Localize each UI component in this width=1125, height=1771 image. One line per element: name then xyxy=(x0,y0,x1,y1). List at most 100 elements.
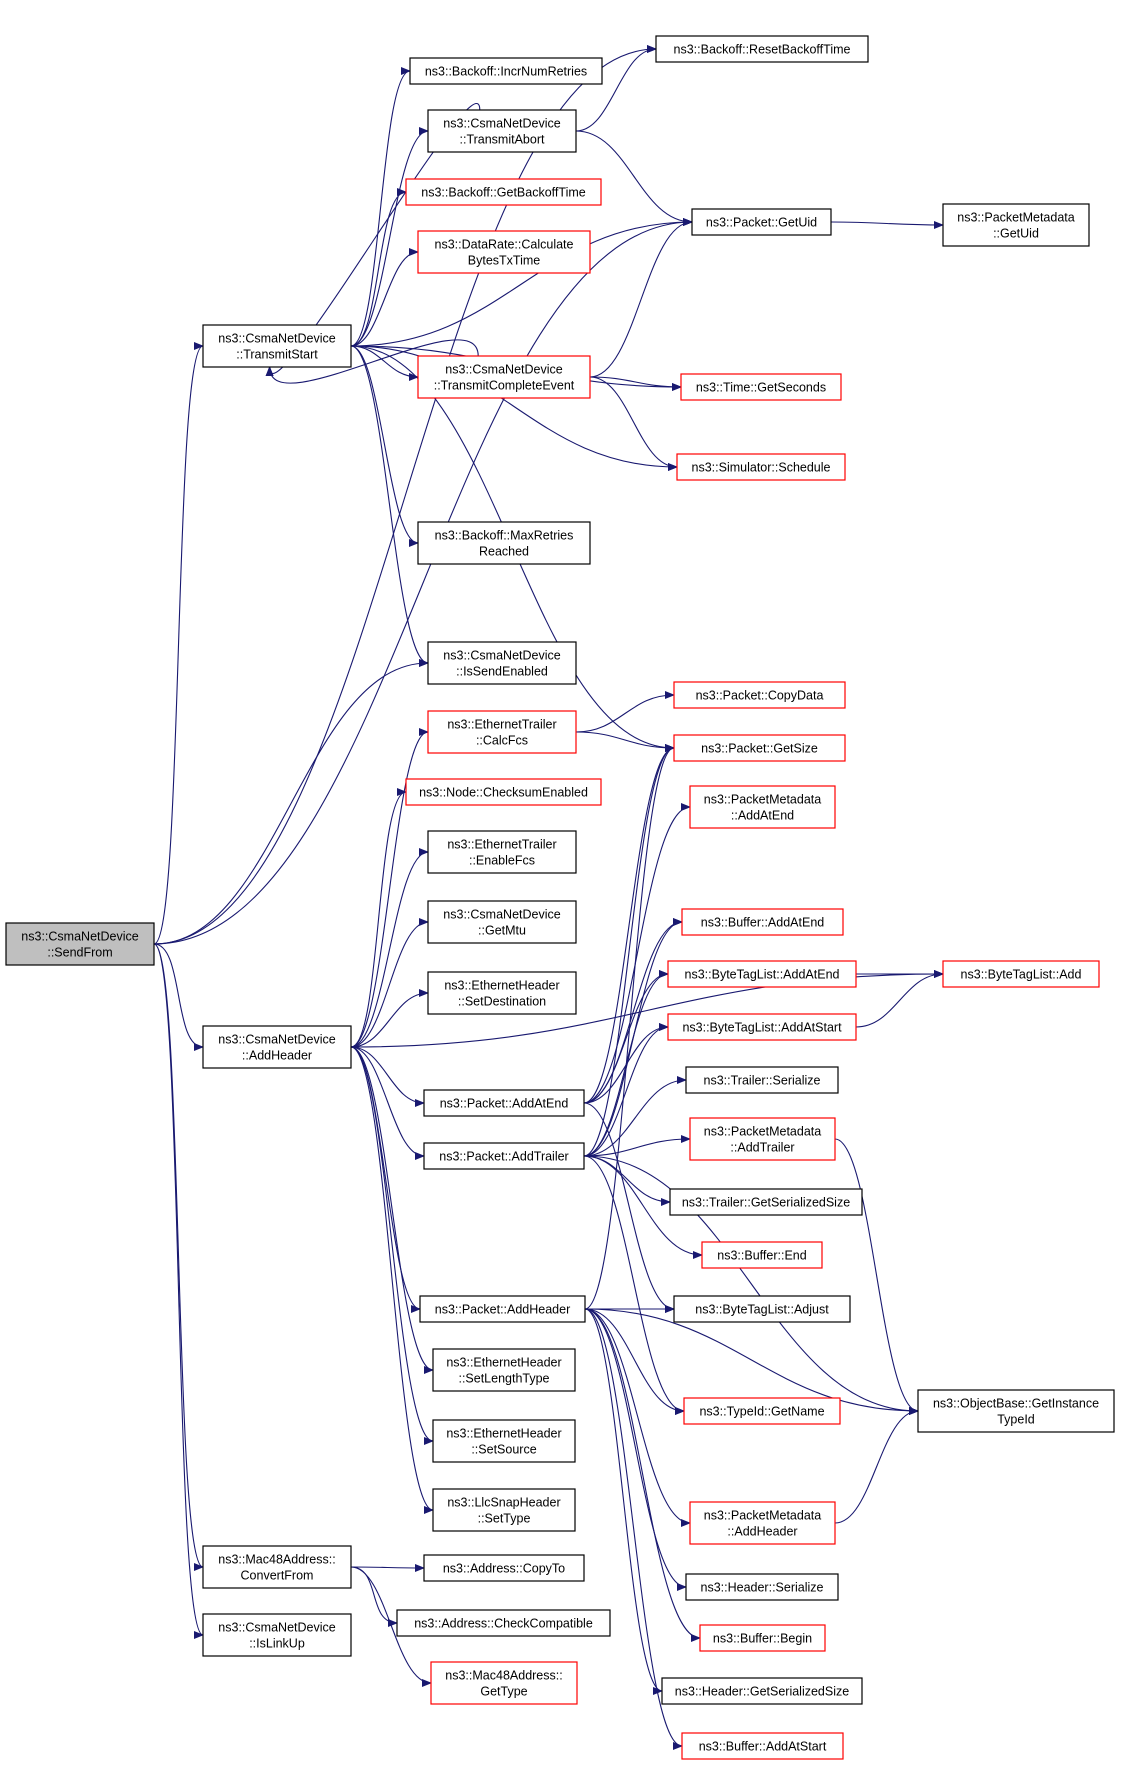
node-box[interactable] xyxy=(419,1295,586,1323)
node-box[interactable] xyxy=(673,734,846,762)
node-getbackofftime[interactable]: ns3::Backoff::GetBackoffTime xyxy=(405,178,602,206)
node-box[interactable] xyxy=(427,109,577,153)
node-box[interactable] xyxy=(661,1677,863,1705)
node-box[interactable] xyxy=(685,1066,839,1094)
node-buffer_addatend[interactable]: ns3::Buffer::AddAtEnd xyxy=(681,908,844,936)
node-packet_copydata[interactable]: ns3::Packet::CopyData xyxy=(673,681,846,709)
node-addheader_dev[interactable]: ns3::CsmaNetDevice::AddHeader xyxy=(202,1025,352,1069)
node-trailer_getsize[interactable]: ns3::Trailer::GetSerializedSize xyxy=(669,1188,863,1216)
node-btl_addatend[interactable]: ns3::ByteTagList::AddAtEnd xyxy=(667,960,857,988)
node-box[interactable] xyxy=(417,355,591,399)
node-box[interactable] xyxy=(917,1389,1115,1433)
node-box[interactable] xyxy=(405,778,602,806)
node-box[interactable] xyxy=(681,1732,844,1760)
node-box[interactable] xyxy=(432,1348,576,1392)
node-transmitcomplete[interactable]: ns3::CsmaNetDevice::TransmitCompleteEven… xyxy=(417,355,591,399)
node-packet_addtrailer[interactable]: ns3::Packet::AddTrailer xyxy=(423,1142,585,1170)
node-typeid_getname[interactable]: ns3::TypeId::GetName xyxy=(683,1397,841,1425)
node-box[interactable] xyxy=(396,1609,611,1637)
node-box[interactable] xyxy=(942,203,1090,247)
node-packet_getsize[interactable]: ns3::Packet::GetSize xyxy=(673,734,846,762)
node-box[interactable] xyxy=(942,960,1100,988)
node-btl_adjust[interactable]: ns3::ByteTagList::Adjust xyxy=(673,1295,851,1323)
node-btl_add[interactable]: ns3::ByteTagList::Add xyxy=(942,960,1100,988)
node-box[interactable] xyxy=(699,1624,826,1652)
node-box[interactable] xyxy=(676,453,846,481)
node-box[interactable] xyxy=(423,1089,585,1117)
node-convertfrom[interactable]: ns3::Mac48Address::ConvertFrom xyxy=(202,1545,352,1589)
node-box[interactable] xyxy=(202,1613,352,1657)
node-box[interactable] xyxy=(689,1501,836,1545)
node-buffer_end[interactable]: ns3::Buffer::End xyxy=(701,1241,823,1269)
node-box[interactable] xyxy=(423,1142,585,1170)
node-pm_getuid[interactable]: ns3::PacketMetadata::GetUid xyxy=(942,203,1090,247)
node-box[interactable] xyxy=(202,1025,352,1069)
node-box[interactable] xyxy=(673,1295,851,1323)
node-btl_addatstart[interactable]: ns3::ByteTagList::AddAtStart xyxy=(667,1013,857,1041)
node-box[interactable] xyxy=(655,35,869,63)
node-pm_addatend[interactable]: ns3::PacketMetadata::AddAtEnd xyxy=(689,785,836,829)
node-incrnumretries[interactable]: ns3::Backoff::IncrNumRetries xyxy=(409,57,603,85)
node-trailer_serialize[interactable]: ns3::Trailer::Serialize xyxy=(685,1066,839,1094)
node-issendenabled[interactable]: ns3::CsmaNetDevice::IsSendEnabled xyxy=(427,641,577,685)
node-box[interactable] xyxy=(701,1241,823,1269)
node-getmtu[interactable]: ns3::CsmaNetDevice::GetMtu xyxy=(427,900,577,944)
node-buffer_addatstart[interactable]: ns3::Buffer::AddAtStart xyxy=(681,1732,844,1760)
node-box[interactable] xyxy=(680,373,842,401)
node-box[interactable] xyxy=(667,1013,857,1041)
node-box[interactable] xyxy=(691,208,832,236)
node-packet_addatend[interactable]: ns3::Packet::AddAtEnd xyxy=(423,1089,585,1117)
node-mac_gettype[interactable]: ns3::Mac48Address::GetType xyxy=(430,1661,578,1705)
node-setlengthtype[interactable]: ns3::EthernetHeader::SetLengthType xyxy=(432,1348,576,1392)
node-box[interactable] xyxy=(683,1397,841,1425)
node-setdestination[interactable]: ns3::EthernetHeader::SetDestination xyxy=(427,971,577,1015)
node-box[interactable] xyxy=(427,900,577,944)
node-box[interactable] xyxy=(689,785,836,829)
node-box[interactable] xyxy=(432,1488,576,1532)
node-box[interactable] xyxy=(405,178,602,206)
node-packet_addheader[interactable]: ns3::Packet::AddHeader xyxy=(419,1295,586,1323)
node-box[interactable] xyxy=(667,960,857,988)
node-resetbackofftime[interactable]: ns3::Backoff::ResetBackoffTime xyxy=(655,35,869,63)
node-box[interactable] xyxy=(202,1545,352,1589)
node-box[interactable] xyxy=(432,1419,576,1463)
node-box[interactable] xyxy=(202,324,352,368)
node-time_getseconds[interactable]: ns3::Time::GetSeconds xyxy=(680,373,842,401)
node-setsource[interactable]: ns3::EthernetHeader::SetSource xyxy=(432,1419,576,1463)
node-buffer_begin[interactable]: ns3::Buffer::Begin xyxy=(699,1624,826,1652)
node-sendfrom[interactable]: ns3::CsmaNetDevice::SendFrom xyxy=(5,922,155,966)
node-calcfcs[interactable]: ns3::EthernetTrailer::CalcFcs xyxy=(427,710,577,754)
node-llcsettype[interactable]: ns3::LlcSnapHeader::SetType xyxy=(432,1488,576,1532)
node-enablefcs[interactable]: ns3::EthernetTrailer::EnableFcs xyxy=(427,830,577,874)
node-box[interactable] xyxy=(427,830,577,874)
node-box[interactable] xyxy=(427,641,577,685)
node-islinkup[interactable]: ns3::CsmaNetDevice::IsLinkUp xyxy=(202,1613,352,1657)
node-box[interactable] xyxy=(689,1117,836,1161)
node-box[interactable] xyxy=(427,710,577,754)
node-box[interactable] xyxy=(669,1188,863,1216)
node-checksumenabled[interactable]: ns3::Node::ChecksumEnabled xyxy=(405,778,602,806)
node-pm_addtrailer[interactable]: ns3::PacketMetadata::AddTrailer xyxy=(689,1117,836,1161)
node-box[interactable] xyxy=(673,681,846,709)
node-transmitstart[interactable]: ns3::CsmaNetDevice::TransmitStart xyxy=(202,324,352,368)
node-transmitabort[interactable]: ns3::CsmaNetDevice::TransmitAbort xyxy=(427,109,577,153)
node-box[interactable] xyxy=(417,230,591,274)
node-box[interactable] xyxy=(430,1661,578,1705)
node-packet_getuid[interactable]: ns3::Packet::GetUid xyxy=(691,208,832,236)
node-box[interactable] xyxy=(685,1573,839,1601)
node-box[interactable] xyxy=(5,922,155,966)
node-box[interactable] xyxy=(681,908,844,936)
node-header_serialize[interactable]: ns3::Header::Serialize xyxy=(685,1573,839,1601)
node-box[interactable] xyxy=(427,971,577,1015)
node-box[interactable] xyxy=(417,521,591,565)
node-copyto[interactable]: ns3::Address::CopyTo xyxy=(423,1554,585,1582)
node-pm_addheader[interactable]: ns3::PacketMetadata::AddHeader xyxy=(689,1501,836,1545)
node-sim_schedule[interactable]: ns3::Simulator::Schedule xyxy=(676,453,846,481)
node-box[interactable] xyxy=(409,57,603,85)
node-checkcompatible[interactable]: ns3::Address::CheckCompatible xyxy=(396,1609,611,1637)
node-header_getsize[interactable]: ns3::Header::GetSerializedSize xyxy=(661,1677,863,1705)
node-box[interactable] xyxy=(423,1554,585,1582)
